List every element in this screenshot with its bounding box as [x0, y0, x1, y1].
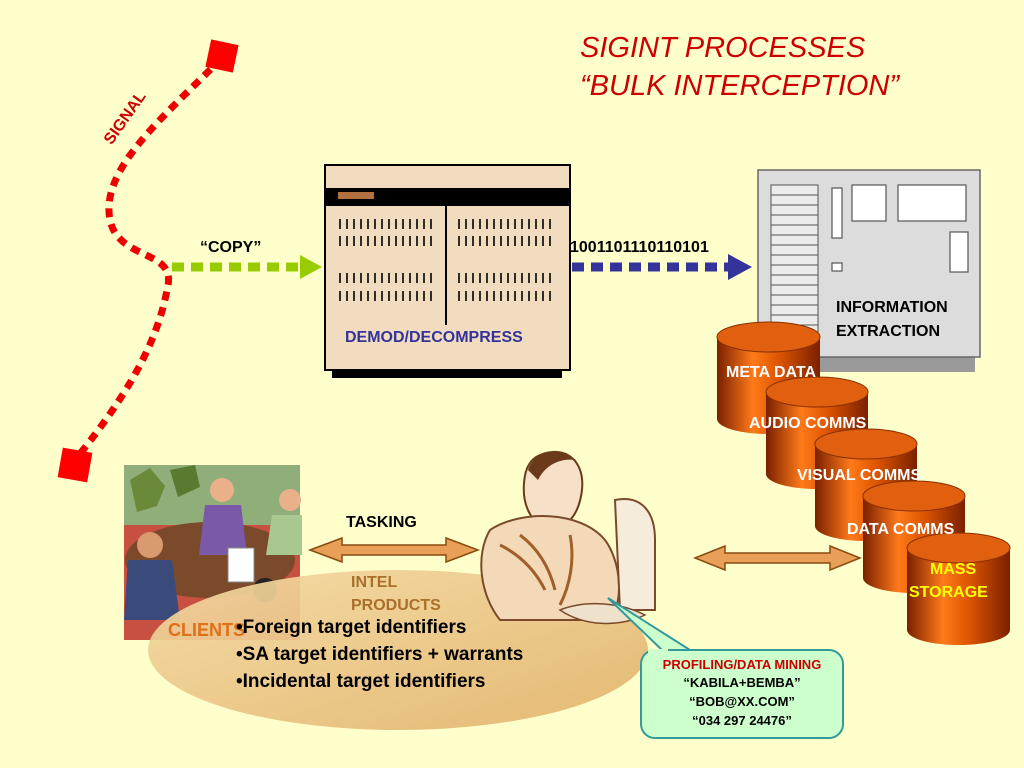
bitstream-arrow [572, 254, 752, 280]
title-line1: SIGINT PROCESSES [580, 32, 866, 64]
demod-device [324, 164, 571, 378]
analyst-illustration [480, 450, 656, 625]
identifier-text-incidental: Incidental target identifiers [242, 671, 486, 692]
storage-label-visual: VISUAL COMMS [797, 467, 922, 484]
storage-label-mass: MASS [930, 561, 977, 578]
storage-arrow [692, 544, 863, 572]
signal-endpoint-top [205, 39, 239, 73]
copy-label: “COPY” [200, 239, 262, 256]
tasking-label: TASKING [346, 514, 417, 531]
info-extraction-line2: EXTRACTION [836, 323, 940, 340]
tasking-arrow [307, 536, 481, 564]
profiling-callout [607, 597, 844, 739]
copy-arrow [172, 255, 322, 279]
identifier-text-foreign: Foreign target identifiers [242, 617, 467, 638]
identifier-text-sa: SA target identifiers + warrants [242, 644, 524, 665]
title-line2: “BULK INTERCEPTION” [580, 70, 900, 102]
intel-products-line2: PRODUCTS [351, 597, 441, 614]
intel-products-line1: INTEL [351, 574, 398, 591]
cylinder-mass-storage [906, 532, 1011, 645]
clients-label: CLIENTS [168, 620, 246, 640]
identifier-item-incidental: •Incidental target identifiers [236, 671, 486, 692]
identifier-item-foreign: •Foreign target identifiers [236, 617, 467, 638]
identifier-item-sa: •SA target identifiers + warrants [236, 644, 524, 665]
storage-stack [716, 321, 1011, 645]
profiling-line-1: “KABILA+BEMBA” [683, 675, 801, 690]
storage-label-storage: STORAGE [909, 584, 988, 601]
storage-label-data: DATA COMMS [847, 521, 955, 538]
demod-label: DEMOD/DECOMPRESS [345, 329, 523, 346]
profiling-heading: PROFILING/DATA MINING [662, 657, 822, 672]
storage-label-audio: AUDIO COMMS [749, 415, 867, 432]
profiling-line-3: “034 297 24476” [692, 713, 792, 728]
info-extraction-line1: INFORMATION [836, 299, 948, 316]
signal-endpoint-bottom [57, 447, 93, 483]
profiling-line-2: “BOB@XX.COM” [689, 694, 795, 709]
signal-path [57, 39, 239, 483]
bitstream-label: 1001101110110101 [570, 239, 709, 256]
storage-label-meta: META DATA [726, 364, 817, 381]
